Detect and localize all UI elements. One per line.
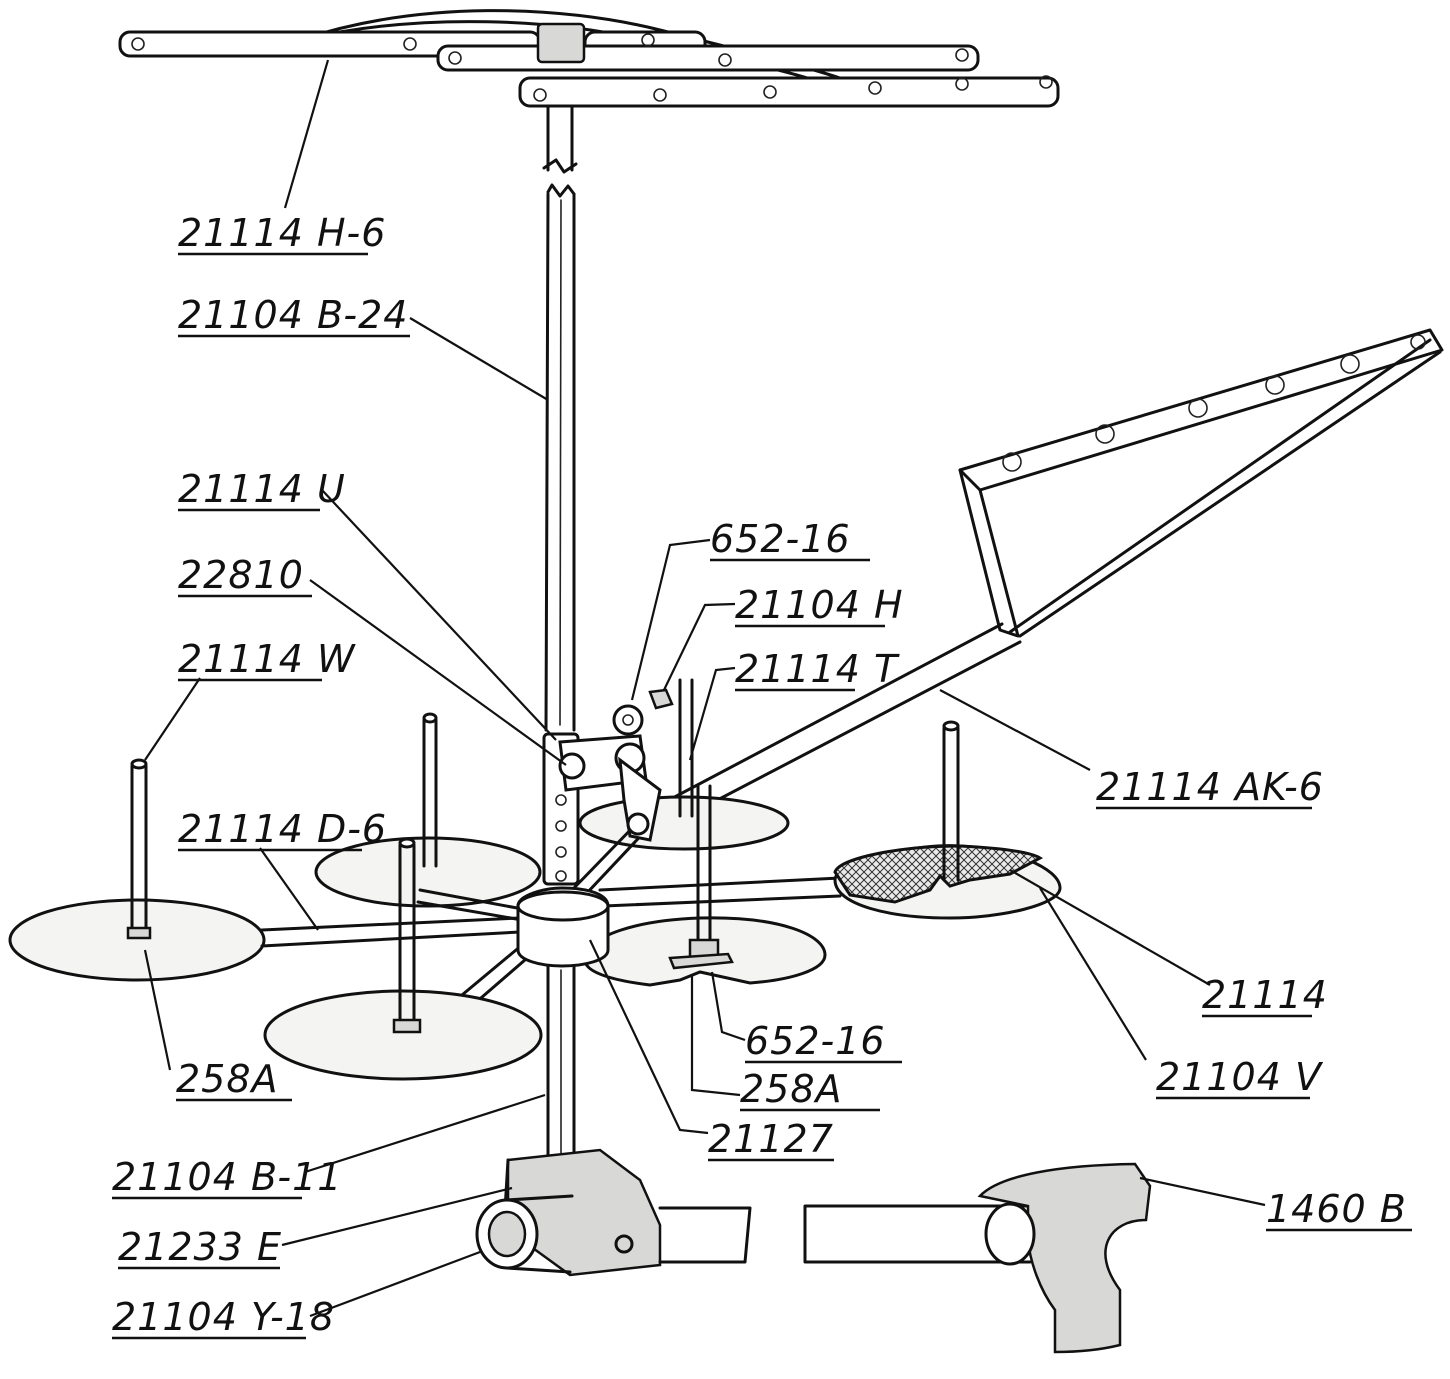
label-652-16-top: 652-16 bbox=[710, 517, 851, 561]
label-21114h6: 21114 H-6 bbox=[178, 211, 386, 255]
label-21114w: 21114 W bbox=[178, 637, 356, 681]
base-bracket bbox=[475, 1148, 752, 1277]
label-21104y18: 21104 Y-18 bbox=[112, 1295, 335, 1339]
angled-arm-assembly bbox=[648, 328, 1444, 832]
label-21233e: 21233 E bbox=[118, 1225, 282, 1269]
label-21127: 21127 bbox=[708, 1117, 834, 1161]
label-258a-mid: 258A bbox=[740, 1067, 843, 1111]
center-hub bbox=[516, 688, 674, 968]
label-258a-left: 258A bbox=[176, 1057, 279, 1101]
label-21104b11: 21104 B-11 bbox=[112, 1155, 342, 1199]
top-arm-assembly bbox=[118, 9, 1060, 174]
label-21114: 21114 bbox=[1202, 973, 1328, 1017]
part-labels: 21114 H-6 21104 B-24 21114 U 22810 21114… bbox=[112, 211, 1412, 1340]
disc-back-left bbox=[314, 712, 542, 908]
label-21114ak6: 21114 AK-6 bbox=[1096, 765, 1324, 809]
label-21104v: 21104 V bbox=[1156, 1055, 1324, 1099]
label-21104b24: 21104 B-24 bbox=[178, 293, 408, 337]
disc-front-right bbox=[583, 784, 827, 987]
label-21114u: 21114 U bbox=[178, 467, 346, 511]
label-652-16-bot: 652-16 bbox=[745, 1019, 886, 1063]
lower-vertical-rod bbox=[546, 964, 576, 1174]
disc-front-left bbox=[263, 837, 543, 1081]
corner-fitting bbox=[803, 1162, 1152, 1354]
label-21114d6: 21114 D-6 bbox=[178, 807, 387, 851]
label-21114t: 21114 T bbox=[735, 647, 900, 691]
disc-far-left bbox=[8, 758, 266, 982]
label-1460b: 1460 B bbox=[1266, 1187, 1407, 1231]
hub-spokes bbox=[260, 818, 842, 1006]
main-vertical-rod bbox=[544, 183, 576, 732]
label-21104h: 21104 H bbox=[735, 583, 904, 627]
label-22810: 22810 bbox=[178, 553, 304, 597]
leader-lines bbox=[143, 59, 1266, 1318]
disc-right bbox=[833, 720, 1062, 920]
